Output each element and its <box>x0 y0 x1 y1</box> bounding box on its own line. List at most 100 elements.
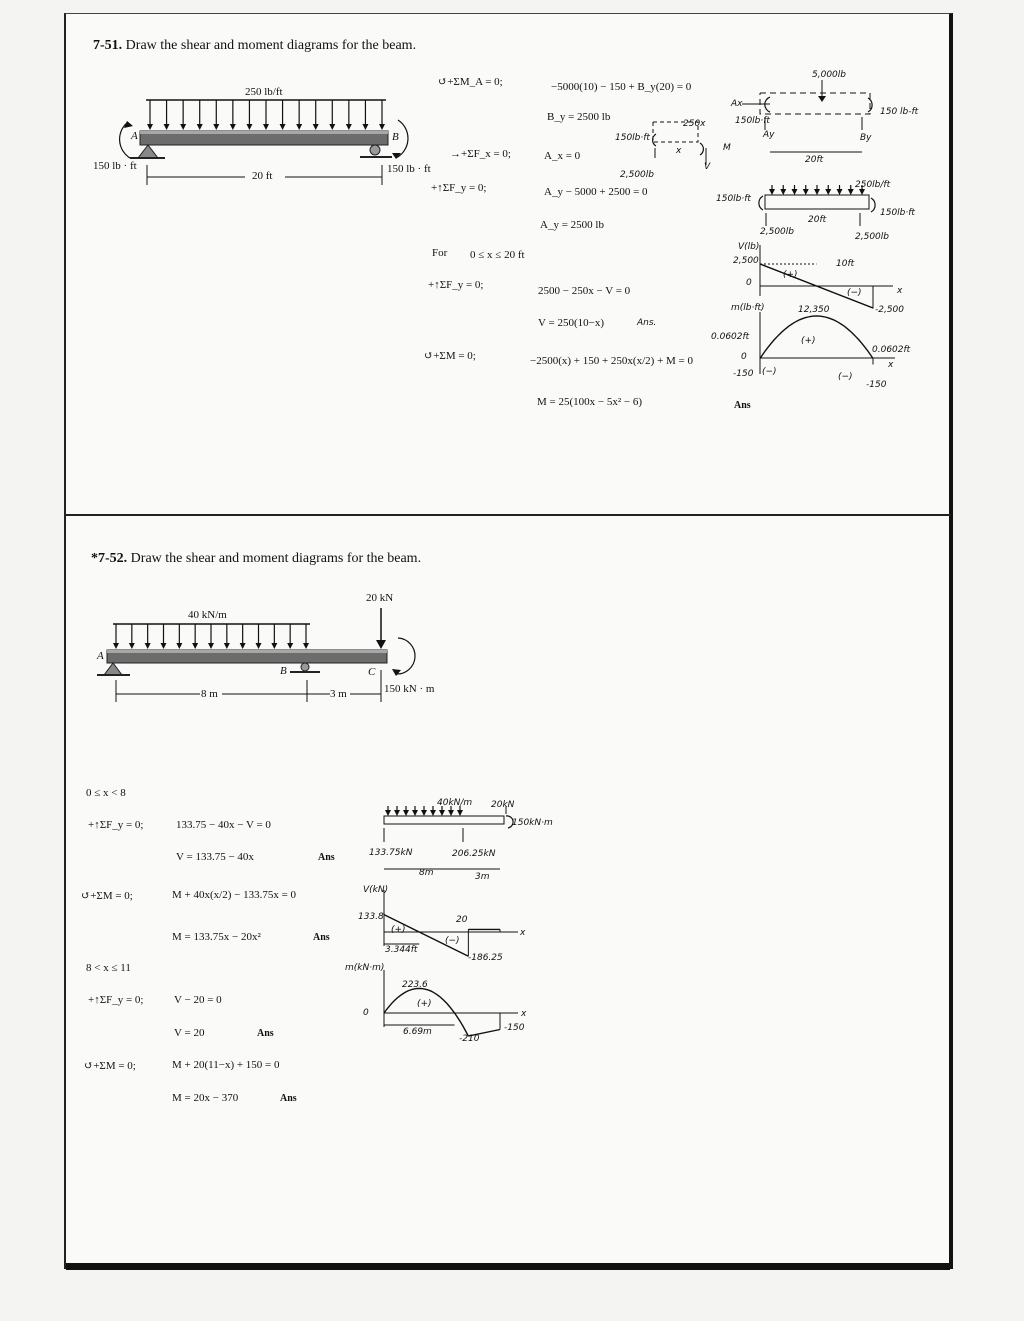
answer-mark: Ans <box>318 852 335 863</box>
load-arrow <box>362 124 369 130</box>
eq-lhs: +↑ΣF_y = 0; <box>88 994 144 1006</box>
support-b-label: B <box>392 131 399 143</box>
load-arrow <box>147 124 153 130</box>
problem-7-51-heading: 7-51. Draw the shear and moment diagrams… <box>93 38 416 54</box>
answer-mark: Ans <box>313 932 330 943</box>
shear-plus-label: (+) <box>783 270 798 280</box>
span-bc-label: 3 m <box>330 688 347 700</box>
eq-rhs: 2500 − 250x − V = 0 <box>538 285 631 297</box>
eq-rhs: M + 20(11−x) + 150 = 0 <box>172 1059 280 1071</box>
load-arrow <box>192 643 199 649</box>
beam-couple-left-label: 150lb·ft <box>716 194 751 204</box>
load-arrow <box>791 189 798 195</box>
sketch-rb-label: 206.25kN <box>452 849 496 859</box>
sketch-l1-label: 8m <box>419 868 434 878</box>
moment-label: 150 kN · m <box>384 683 435 695</box>
eq-lhs: +↑ΣF_y = 0; <box>428 279 484 291</box>
moment-min-label: -210 <box>459 1034 480 1044</box>
load-arrow <box>769 189 775 195</box>
load-arrow <box>448 810 454 816</box>
shear-line <box>759 263 874 309</box>
sketch-ax-label: Ax <box>731 99 743 109</box>
answer-mark: Ans <box>734 400 751 411</box>
eq-rhs: A_y − 5000 + 2500 = 0 <box>544 186 648 198</box>
load-arrow <box>421 810 427 816</box>
sketch-point-label: 20kN <box>491 800 515 810</box>
moment-root-label: 6.69m <box>403 1027 432 1037</box>
eq-rhs: V = 20 <box>174 1027 205 1039</box>
sketch-l2-label: 3m <box>475 872 490 882</box>
eq-rhs: A_y = 2500 lb <box>540 219 604 231</box>
load-arrow <box>113 643 119 649</box>
eq-lhs: →+ΣF_x = 0; <box>450 148 511 160</box>
moment-minus-left-label: (−) <box>762 367 777 377</box>
eq-lhs: ↺+ΣM = 0; <box>84 1060 136 1072</box>
load-arrow <box>802 189 809 195</box>
eq-rhs: −5000(10) − 150 + B_y(20) = 0 <box>551 81 692 93</box>
shear-min-label: -186.25 <box>468 953 503 963</box>
sketch-couple-label: 150kN·m <box>512 818 553 828</box>
moment-x-label: x <box>521 1009 527 1019</box>
span-ab-label: 8 m <box>201 688 218 700</box>
load-arrow <box>176 643 183 649</box>
load-arrow <box>223 643 230 649</box>
shear-minus-label: (−) <box>847 288 862 298</box>
eq-lhs: ↺+ΣM_A = 0; <box>438 76 503 88</box>
point-c-label: C <box>368 666 376 678</box>
shear-x-label: x <box>897 286 903 296</box>
eq-rhs: B_y = 2500 lb <box>547 111 611 123</box>
eq-rhs: A_x = 0 <box>544 150 581 162</box>
sketch-by-label: By <box>860 133 872 143</box>
shear-root-label: 3.344ft <box>385 945 418 955</box>
load-arrow <box>263 124 269 130</box>
moment-axis-label: m(lb·ft) <box>731 303 765 313</box>
load-arrow <box>144 643 151 649</box>
load-arrow <box>180 124 187 130</box>
load-arrow <box>412 810 418 816</box>
moment-right-label: -150 <box>504 1023 525 1033</box>
moment-left-value: -150 <box>733 369 754 379</box>
problem-number: 7-51. <box>93 38 123 53</box>
segment-2-range: 8 < x ≤ 11 <box>86 962 131 974</box>
point-load-label: 20 kN <box>366 592 394 604</box>
load-arrow <box>457 810 463 816</box>
shear-x-label: x <box>520 928 526 938</box>
sketch-length-label: 20ft <box>805 155 824 165</box>
beam-length-label: 20ft <box>808 215 827 225</box>
fbd-couple-label: 150lb·ft <box>615 133 650 143</box>
sketch-couple-right-label: 150 lb-ft <box>880 107 919 117</box>
load-arrow <box>303 643 309 649</box>
load-arrow <box>255 643 262 649</box>
load-arrow <box>814 189 820 195</box>
load-arrow <box>229 124 236 130</box>
load-arrow <box>403 810 409 816</box>
shear-max-label: 2,500 <box>733 256 759 266</box>
load-arrow <box>246 124 253 130</box>
sketch-couple-left-label: 150lb·ft <box>735 116 770 126</box>
eq-lhs: For <box>432 247 448 259</box>
sketch-ay-label: Ay <box>763 130 775 140</box>
beam-reaction-a-label: 2,500lb <box>760 227 794 237</box>
shear-axis-label: V(kN) <box>363 885 389 895</box>
fbd-x-label: x <box>676 146 682 156</box>
moment-minus-right-label: (−) <box>838 372 853 382</box>
moment-x-label: x <box>888 360 894 370</box>
distributed-load-label: 40 kN/m <box>188 609 227 621</box>
moment-plus-label: (+) <box>801 336 816 346</box>
problem-number: *7-52. <box>91 551 128 566</box>
eq-lhs: ↺+ΣM = 0; <box>424 350 476 362</box>
eq-lhs: ↺+ΣM = 0; <box>81 890 133 902</box>
eq-rhs: M = 25(100x − 5x² − 6) <box>537 396 643 408</box>
load-arrow <box>379 124 385 130</box>
problem-7-52-heading: *7-52. Draw the shear and moment diagram… <box>91 551 421 567</box>
load-arrow <box>239 643 246 649</box>
fbd-reaction-label: 2,500lb <box>620 170 654 180</box>
load-arrow <box>208 643 214 649</box>
load-arrow <box>430 810 436 816</box>
fbd-load-label: 250x <box>683 119 706 129</box>
moment-zero-label: 0 <box>741 352 747 362</box>
support-a-label: A <box>131 130 138 142</box>
